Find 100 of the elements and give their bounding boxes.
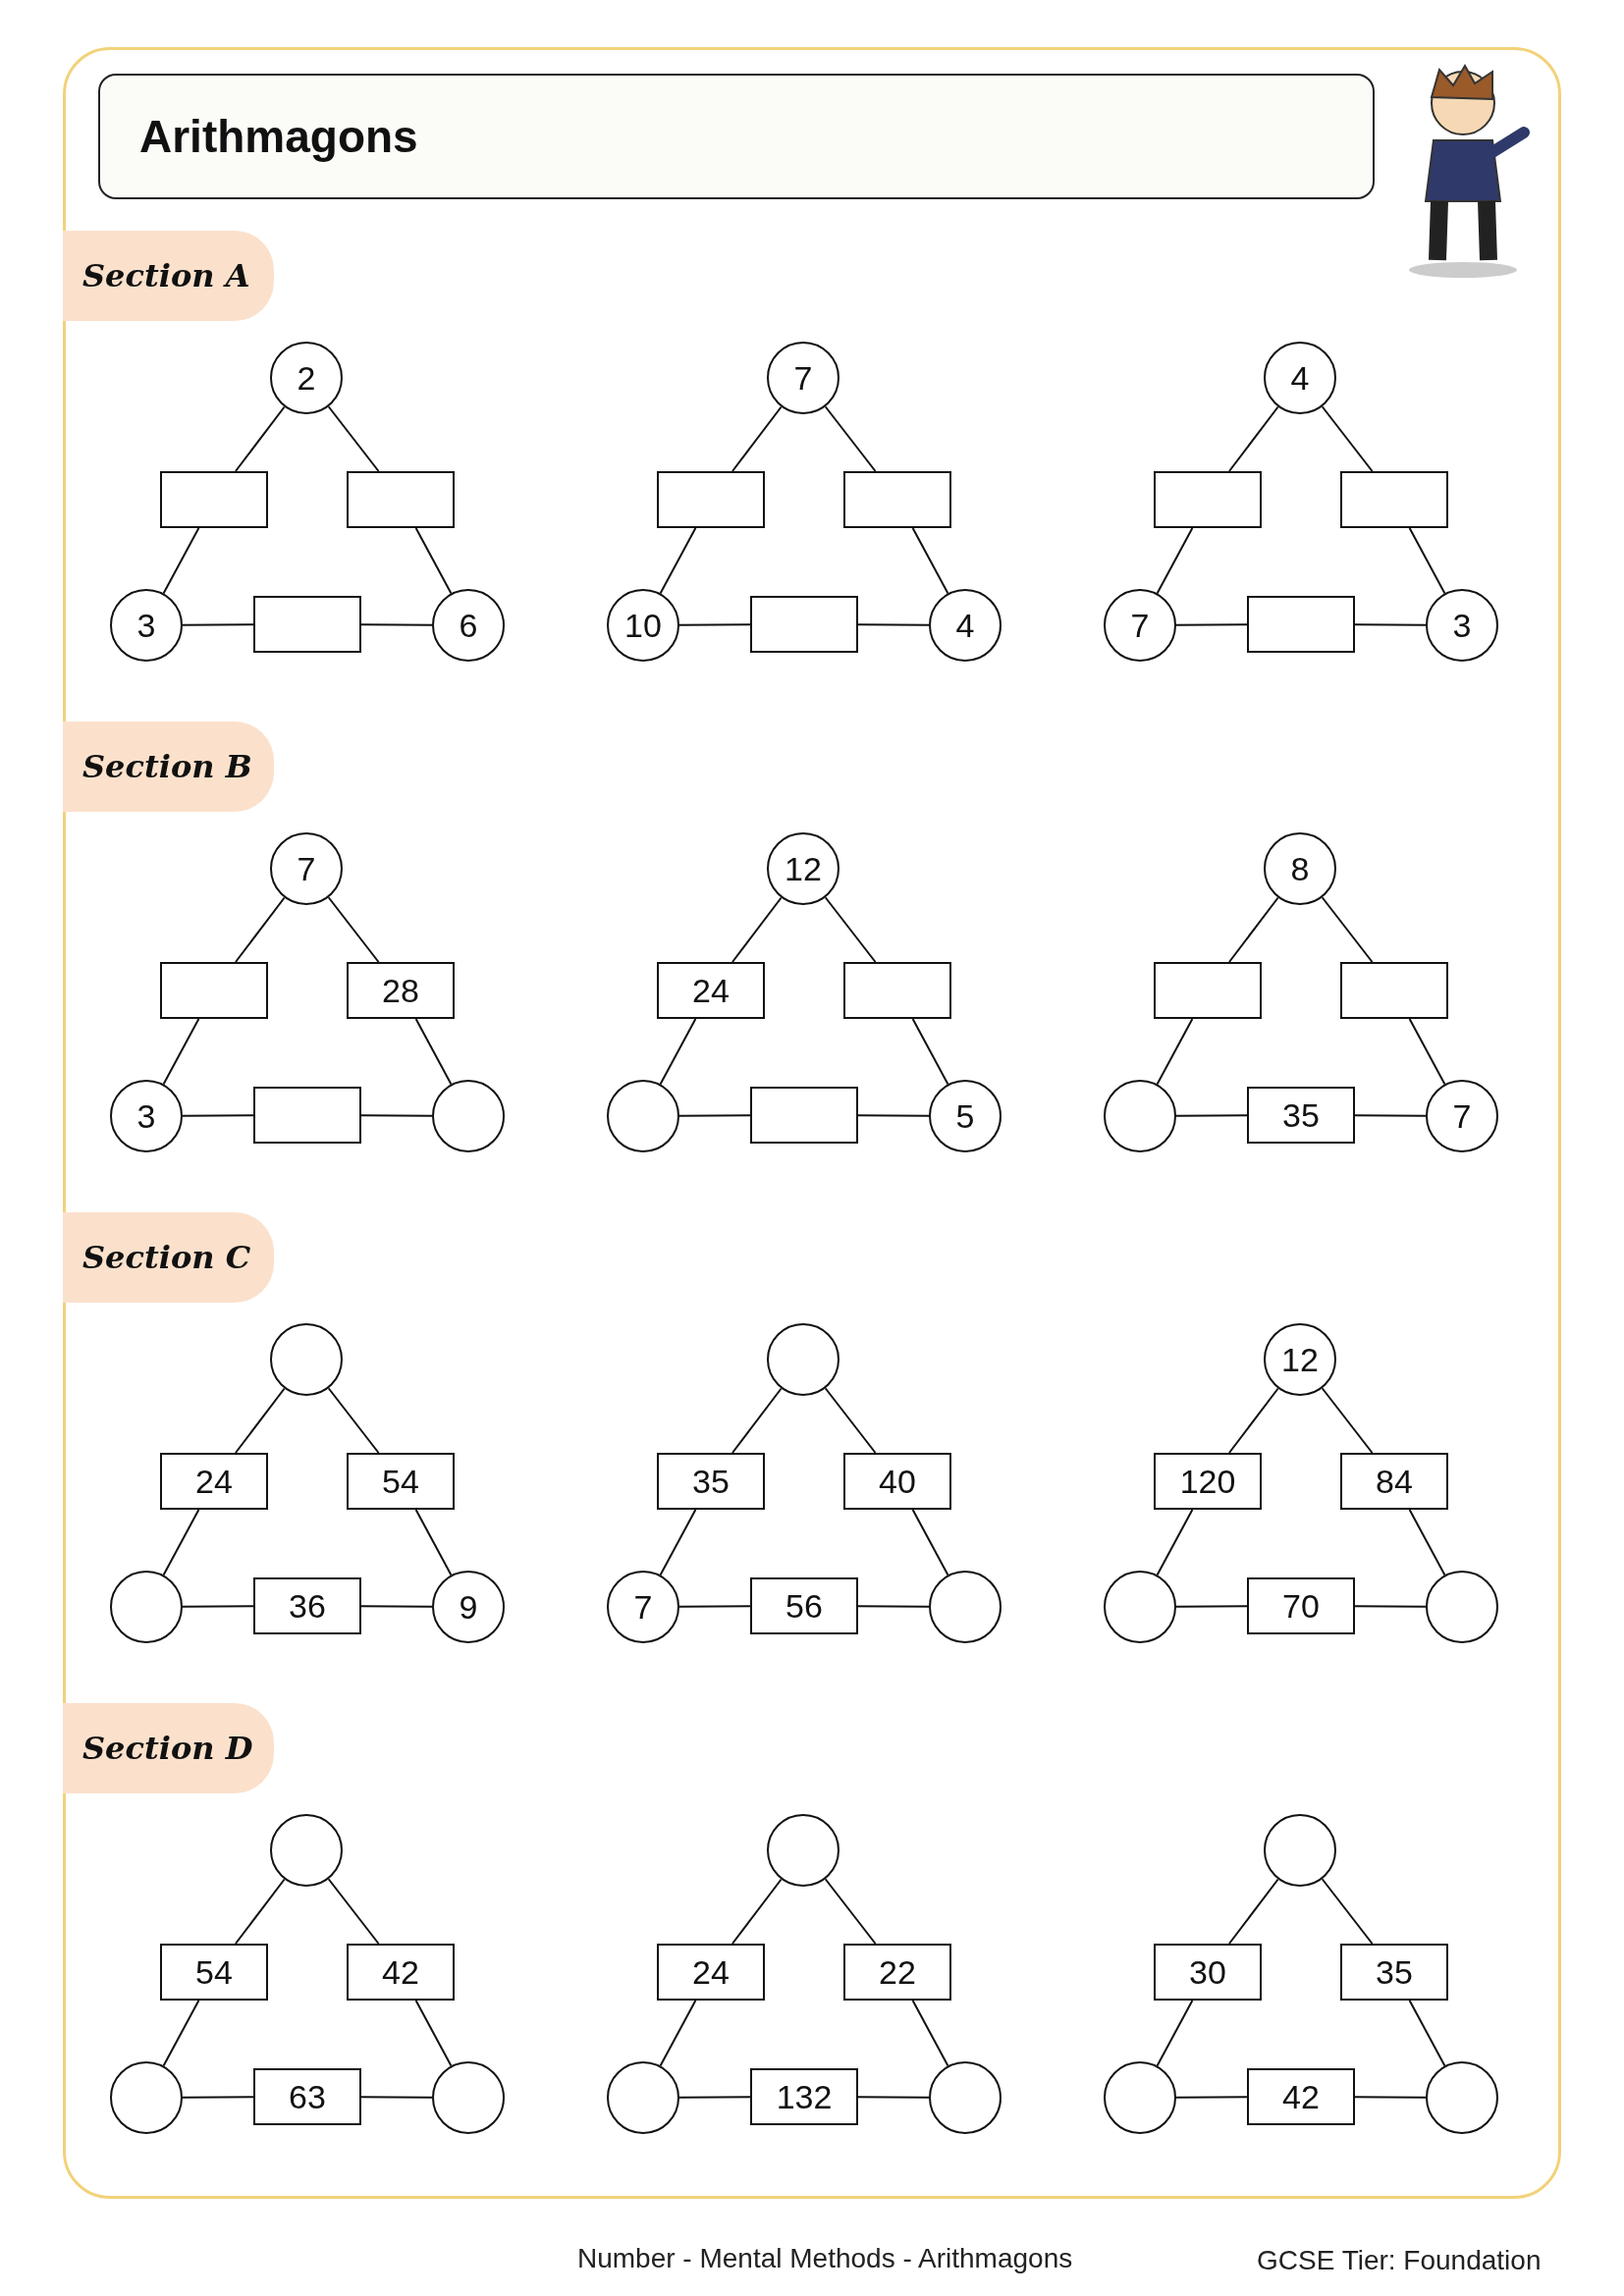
connector-line [1321, 405, 1374, 472]
connector-line [162, 1509, 200, 1576]
number-box: 35 [657, 1453, 765, 1510]
connector-line [360, 623, 433, 626]
connector-line [857, 2096, 930, 2099]
number-circle: 7 [1104, 589, 1176, 662]
connector-line [414, 1018, 453, 1086]
number-box [657, 471, 765, 528]
connector-line [911, 1509, 949, 1576]
number-circle: 7 [767, 342, 839, 414]
number-box: 132 [750, 2068, 858, 2125]
number-box: 42 [347, 1944, 455, 2001]
connector-line [235, 896, 286, 963]
number-box: 35 [1247, 1087, 1355, 1144]
section-tab: Section B [63, 721, 274, 812]
connector-line [911, 1018, 949, 1086]
connector-line [824, 1878, 877, 1945]
connector-line [1228, 405, 1279, 472]
number-box: 84 [1340, 1453, 1448, 1510]
connector-line [414, 2000, 453, 2067]
connector-line [1228, 1878, 1279, 1945]
number-circle: 4 [929, 589, 1001, 662]
connector-line [659, 2000, 697, 2067]
connector-line [824, 1387, 877, 1454]
connector-line [1175, 623, 1248, 626]
number-circle: 3 [1426, 589, 1498, 662]
connector-line [360, 2096, 433, 2099]
footer-text: GCSE Tier: Foundation [1257, 2245, 1542, 2276]
number-box [1154, 471, 1262, 528]
number-box [253, 1087, 361, 1144]
connector-line [235, 1387, 286, 1454]
connector-line [162, 2000, 200, 2067]
number-box [843, 962, 951, 1019]
number-box [1154, 962, 1262, 1019]
connector-line [1156, 1018, 1194, 1086]
connector-line [1408, 1509, 1446, 1576]
connector-line [1156, 1509, 1194, 1576]
number-circle: 12 [1264, 1323, 1336, 1396]
number-circle: 3 [110, 1080, 183, 1152]
connector-line [731, 1387, 783, 1454]
connector-line [1354, 623, 1427, 626]
connector-line [1156, 2000, 1194, 2067]
connector-line [659, 1018, 697, 1086]
number-box: 36 [253, 1577, 361, 1634]
number-box: 24 [657, 962, 765, 1019]
number-box: 120 [1154, 1453, 1262, 1510]
title-banner: Arithmagons [98, 74, 1375, 199]
connector-line [327, 896, 380, 963]
number-box [1247, 596, 1355, 653]
number-box [750, 596, 858, 653]
number-circle: 8 [1264, 832, 1336, 905]
connector-line [327, 1878, 380, 1945]
connector-line [678, 2096, 751, 2099]
connector-line [235, 1878, 286, 1945]
connector-line [182, 2096, 254, 2099]
connector-line [1408, 527, 1446, 595]
number-circle: 12 [767, 832, 839, 905]
number-box: 42 [1247, 2068, 1355, 2125]
connector-line [911, 527, 949, 595]
number-box [160, 471, 268, 528]
connector-line [678, 1114, 751, 1117]
connector-line [414, 1509, 453, 1576]
connector-line [1228, 896, 1279, 963]
connector-line [182, 623, 254, 626]
number-circle: 2 [270, 342, 343, 414]
number-box: 56 [750, 1577, 858, 1634]
number-box [1340, 962, 1448, 1019]
connector-line [824, 405, 877, 472]
connector-line [731, 1878, 783, 1945]
number-circle: 7 [270, 832, 343, 905]
number-box: 70 [1247, 1577, 1355, 1634]
footer-text: Number - Mental Methods - Arithmagons [577, 2243, 1073, 2274]
connector-line [1354, 1114, 1427, 1117]
number-box: 24 [160, 1453, 268, 1510]
connector-line [1175, 2096, 1248, 2099]
connector-line [327, 405, 380, 472]
number-circle: 3 [110, 589, 183, 662]
connector-line [659, 527, 697, 595]
section-tab: Section C [63, 1212, 274, 1303]
number-circle: 5 [929, 1080, 1001, 1152]
connector-line [659, 1509, 697, 1576]
connector-line [162, 527, 200, 595]
connector-line [1156, 527, 1194, 595]
number-box: 22 [843, 1944, 951, 2001]
connector-line [857, 1114, 930, 1117]
connector-line [327, 1387, 380, 1454]
connector-line [1228, 1387, 1279, 1454]
connector-line [182, 1605, 254, 1608]
number-box [160, 962, 268, 1019]
connector-line [731, 896, 783, 963]
number-circle: 4 [1264, 342, 1336, 414]
connector-line [1175, 1114, 1248, 1117]
number-circle: 10 [607, 589, 679, 662]
connector-line [1321, 1878, 1374, 1945]
connector-line [182, 1114, 254, 1117]
number-box: 35 [1340, 1944, 1448, 2001]
connector-line [235, 405, 286, 472]
connector-line [1321, 1387, 1374, 1454]
number-circle: 9 [432, 1571, 505, 1643]
number-box [1340, 471, 1448, 528]
